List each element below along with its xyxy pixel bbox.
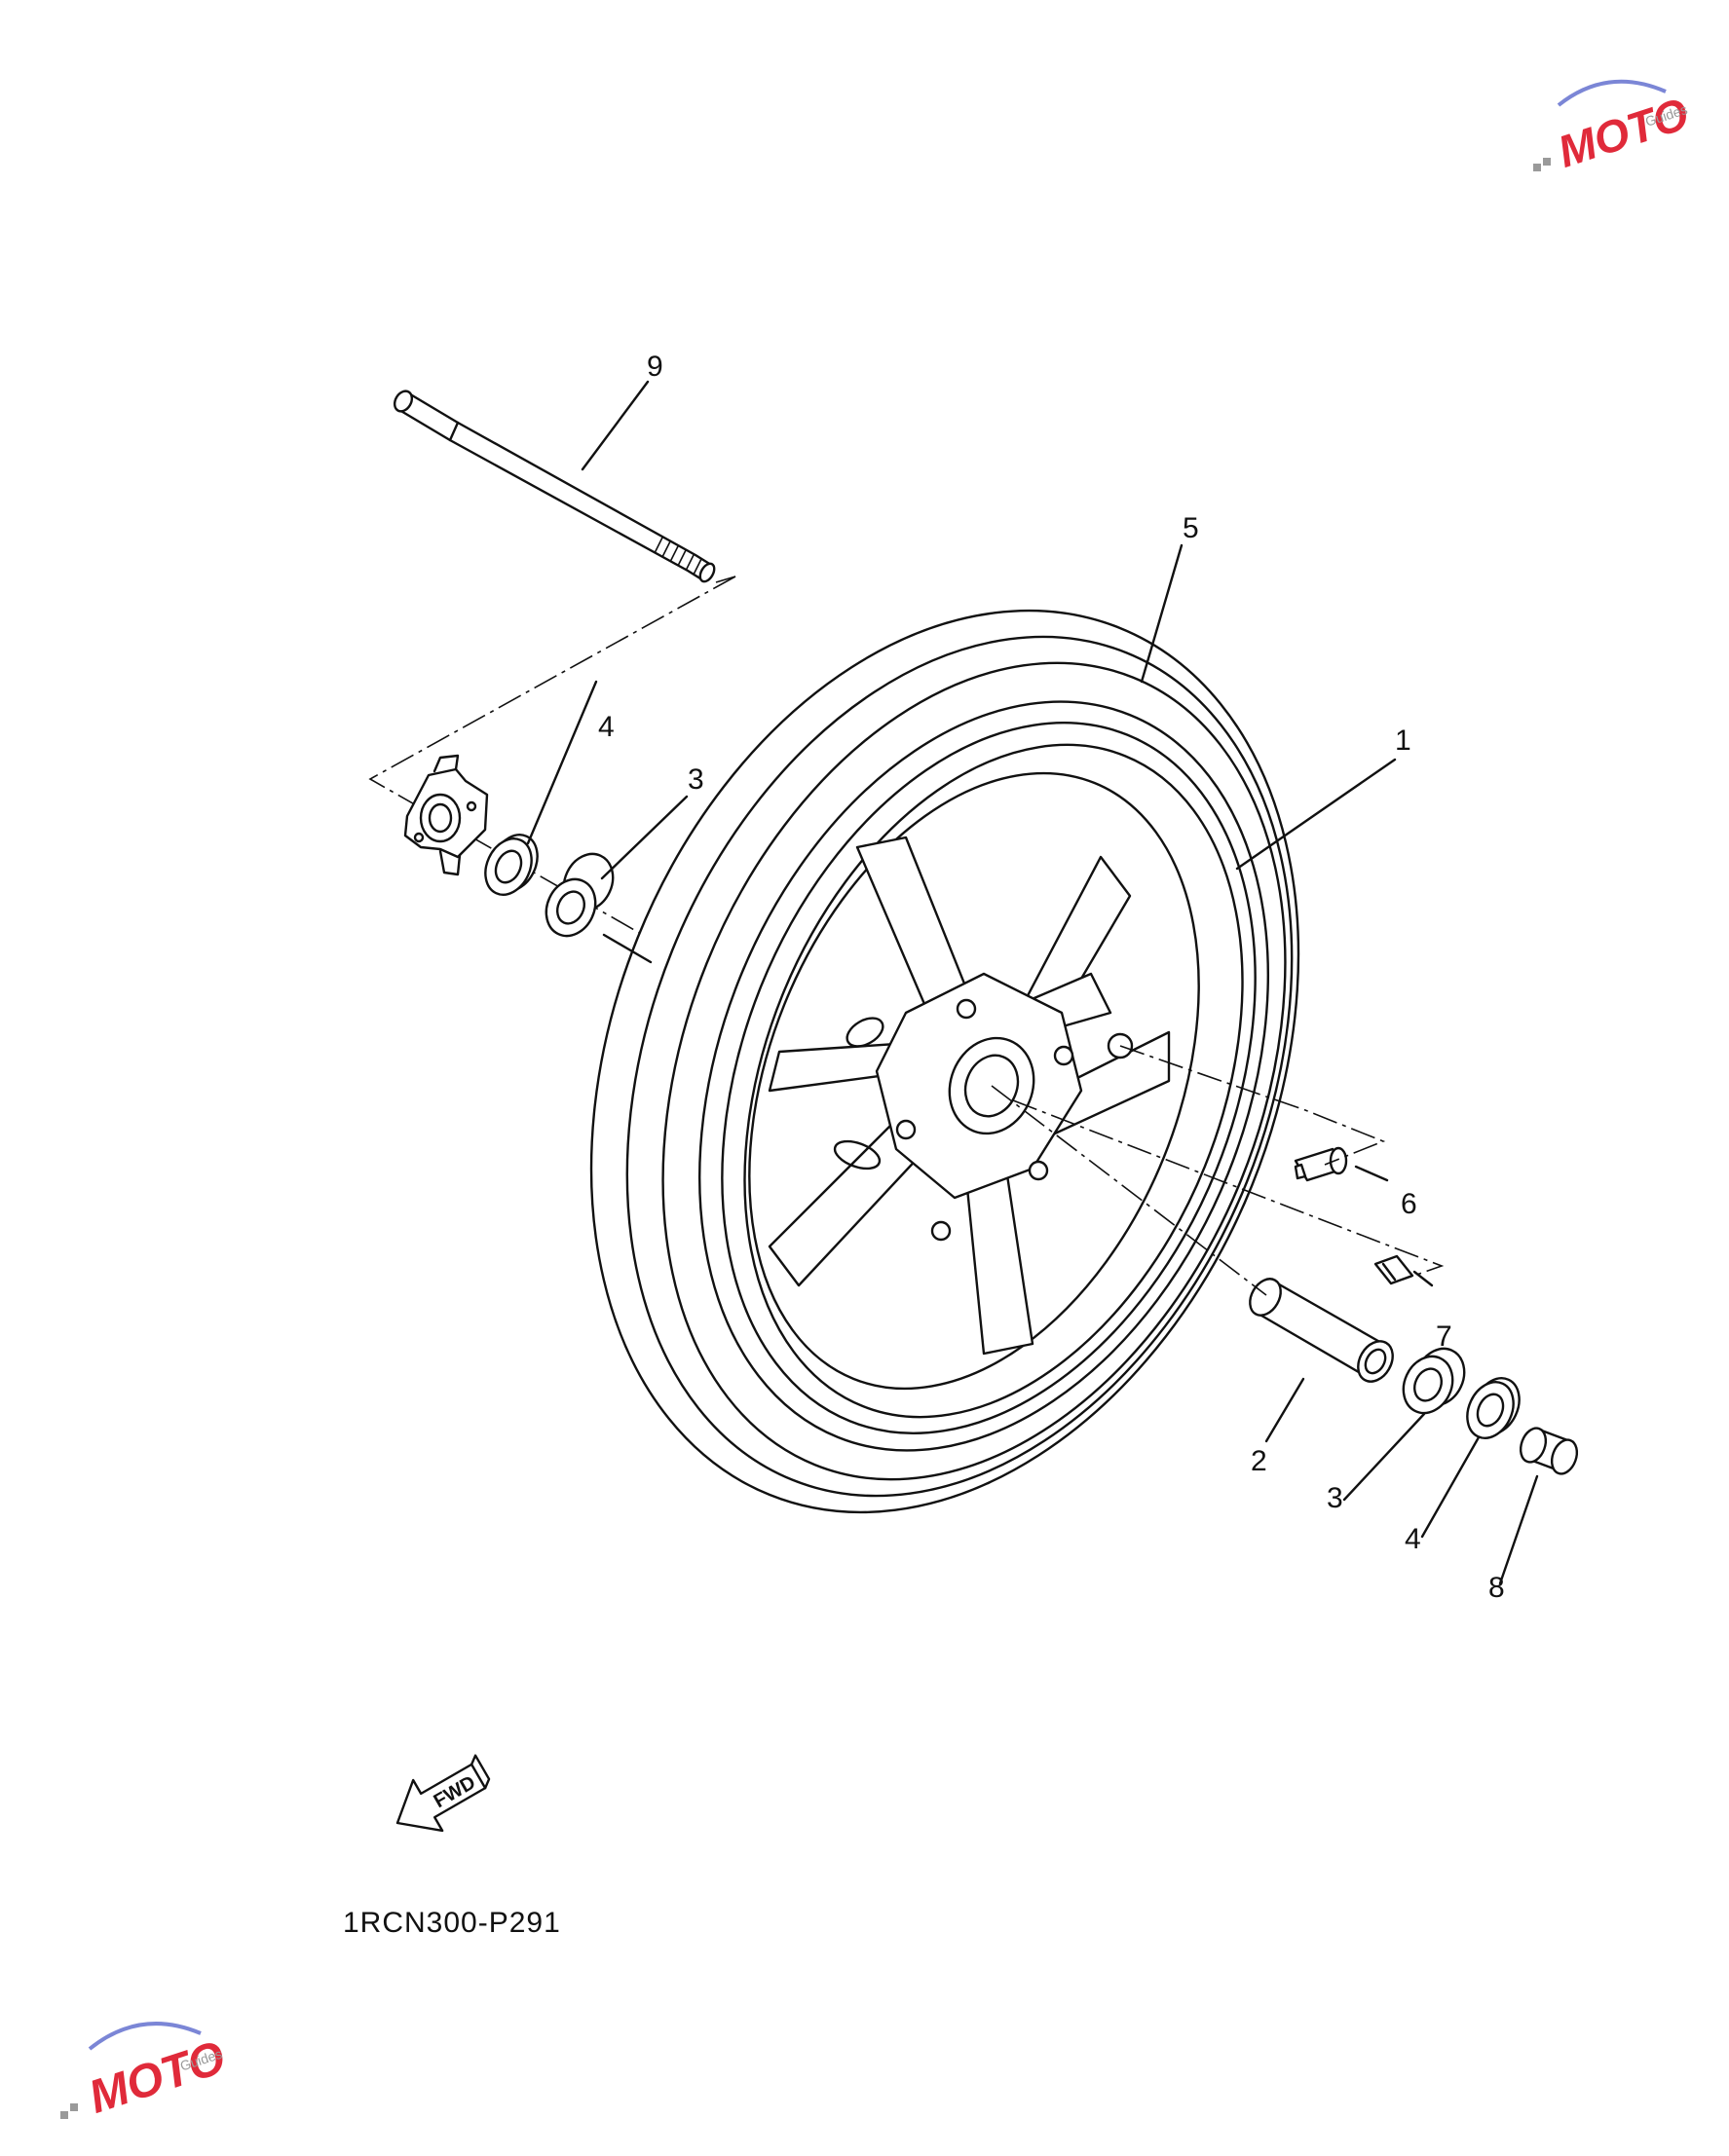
balance-weight <box>1373 1254 1414 1285</box>
moto-guides-watermark-top: MOTO Guides <box>1533 79 1695 177</box>
callouts: 9 5 1 4 3 6 7 2 3 4 8 <box>598 351 1505 1604</box>
watermark-brand: MOTO <box>1552 88 1695 177</box>
assembly-lines-right <box>991 1045 1445 1296</box>
axle-alignment-line <box>368 576 736 936</box>
callout-7: 7 <box>1436 1320 1452 1353</box>
callout-5: 5 <box>1183 512 1199 544</box>
air-valve <box>1294 1146 1348 1182</box>
callout-3-right: 3 <box>1327 1482 1343 1514</box>
callout-4-right: 4 <box>1405 1523 1421 1555</box>
oil-seal-right <box>1466 1377 1521 1439</box>
oil-seal-left <box>484 834 539 896</box>
moto-guides-watermark-bottom: MOTO Guides <box>60 2022 231 2124</box>
fwd-arrow-icon: FWD <box>395 1754 491 1833</box>
watermark-brand-bottom: MOTO <box>83 2031 231 2124</box>
leader-lines <box>526 380 1539 1585</box>
spacer-collar <box>1519 1427 1579 1475</box>
callout-4-left: 4 <box>598 711 615 743</box>
bearing-left <box>545 852 615 938</box>
wheel-collar <box>1249 1278 1394 1383</box>
callout-6: 6 <box>1401 1188 1417 1220</box>
callout-2: 2 <box>1251 1445 1267 1477</box>
part-diagram-code: 1RCN300-P291 <box>343 1907 561 1939</box>
callout-9: 9 <box>647 351 663 383</box>
callout-8: 8 <box>1488 1572 1505 1604</box>
bearing-right <box>1402 1347 1466 1415</box>
callout-1: 1 <box>1395 725 1411 757</box>
front-axle <box>393 390 716 583</box>
sensor-bracket <box>403 754 489 876</box>
callout-3-left: 3 <box>688 763 704 796</box>
